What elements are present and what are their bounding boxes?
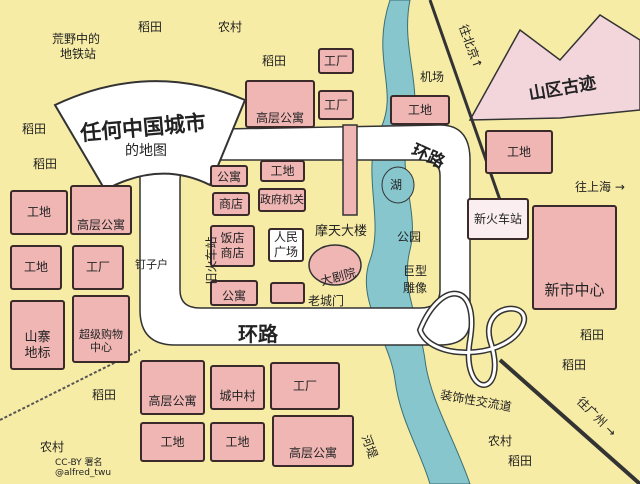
village-label: 农村 <box>218 20 243 34</box>
construction-block: 工地 <box>10 245 62 290</box>
skyscraper <box>342 124 358 216</box>
government-block: 政府机关 <box>258 188 306 212</box>
paddy-label: 稻田 <box>92 388 117 402</box>
new-city-center-block: 新市中心 <box>532 205 617 310</box>
mall-block: 超级购物中心 <box>72 295 130 363</box>
construction-block: 工地 <box>390 95 450 125</box>
peoples-square: 人民广场 <box>268 228 304 262</box>
interchange-inner <box>418 292 526 387</box>
paddy-label: 稻田 <box>580 328 605 342</box>
construction-block: 工地 <box>485 130 553 174</box>
railway-south <box>498 358 640 484</box>
highrise-block: 高层公寓 <box>70 185 132 235</box>
highrise-block: 高层公寓 <box>272 415 354 467</box>
construction-block: 工地 <box>260 160 305 182</box>
airport-label: 机场 <box>420 70 445 84</box>
restaurant-shop-block: 饭店 商店 <box>210 225 255 267</box>
old-gate-block <box>270 282 305 304</box>
skyscraper-label: 摩天大楼 <box>315 224 368 239</box>
lake-label: 湖 <box>390 178 403 192</box>
apartment-block: 公寓 <box>210 280 258 306</box>
paddy-label: 稻田 <box>262 54 287 68</box>
park-label: 公园 <box>397 230 422 244</box>
highrise-block: 高层公寓 <box>245 80 315 128</box>
construction-block: 工地 <box>10 190 68 235</box>
village-label: 农村 <box>40 440 65 454</box>
paddy-label: 稻田 <box>562 358 587 372</box>
factory-block: 工厂 <box>270 362 340 410</box>
shop-label: 商店 <box>220 246 245 260</box>
to-shanghai-label: 往上海 → <box>575 180 625 194</box>
mountain <box>468 14 640 121</box>
village-label: 农村 <box>488 434 513 448</box>
construction-block: 工地 <box>140 422 205 462</box>
title-fan <box>53 80 247 192</box>
statue-label: 巨型雕像 <box>403 264 428 295</box>
restaurant-label: 饭店 <box>220 231 245 245</box>
old-gate-label: 老城门 <box>308 294 345 308</box>
nail-house-label: 钉子户 <box>135 258 168 271</box>
apartment-block: 公寓 <box>210 165 248 187</box>
credit-license: CC-BY 署名 <box>55 458 103 468</box>
subway-label: 荒野中的 <box>52 32 101 46</box>
lake <box>381 166 415 204</box>
shop-block: 商店 <box>212 192 250 216</box>
construction-block: 工地 <box>210 422 265 462</box>
theater-dome <box>308 244 362 286</box>
ring-road-label: 环路 <box>238 322 278 346</box>
paddy-label: 稻田 <box>508 454 533 468</box>
factory-block: 工厂 <box>72 245 124 290</box>
subway-label-2: 地铁站 <box>60 47 97 61</box>
factory-block: 工厂 <box>318 90 354 120</box>
urban-village-block: 城中村 <box>210 365 265 410</box>
map-title-line2: 的地图 <box>125 143 167 159</box>
credit-author: @alfred_twu <box>55 468 112 478</box>
paddy-label: 稻田 <box>22 122 47 136</box>
paddy-label: 稻田 <box>33 157 58 171</box>
old-station-label: 旧火车站 <box>204 236 219 285</box>
factory-block: 工厂 <box>318 48 354 74</box>
fake-landmark-block: 山寨地标 <box>10 300 65 370</box>
new-station-block: 新火车站 <box>467 198 529 240</box>
highrise-block: 高层公寓 <box>140 360 205 415</box>
paddy-label: 稻田 <box>138 20 163 34</box>
